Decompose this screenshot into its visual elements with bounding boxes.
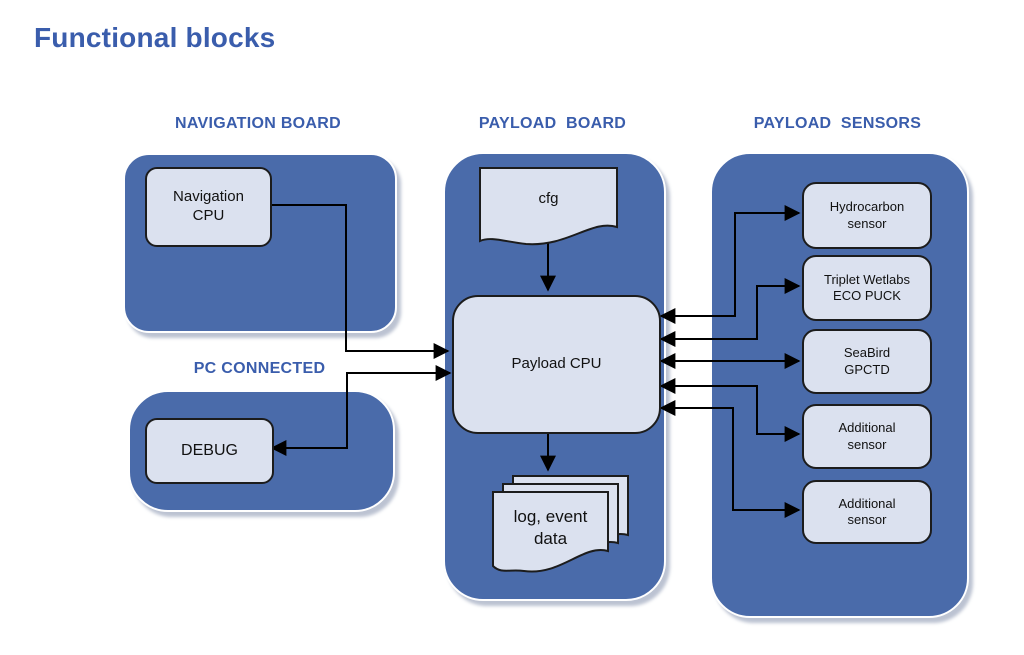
navigation-board-label: NAVIGATION BOARD <box>175 115 341 132</box>
log-data-document-stack <box>492 475 629 573</box>
node-seabird-gpctd: SeaBird GPCTD <box>802 329 932 394</box>
connector-payload-cpu-hydrocarbon-sensor <box>659 205 801 324</box>
payload-board-label: PAYLOAD BOARD <box>478 115 627 132</box>
connector-navigation-cpu-to-payload-cpu <box>268 204 450 359</box>
connector-payload-cpu-debug <box>270 365 452 456</box>
connector-payload-cpu-additional-sensor-1 <box>659 378 801 442</box>
node-debug: DEBUG <box>145 418 274 484</box>
cfg-document-shape <box>479 167 618 246</box>
connector-payload-cpu-eco-puck <box>659 278 801 347</box>
page-title: Functional blocks <box>34 22 276 53</box>
node-triplet-wetlabs-eco-puck: Triplet Wetlabs ECO PUCK <box>802 255 932 321</box>
payload-sensors-label: PAYLOAD SENSORS <box>753 115 922 132</box>
node-hydrocarbon-sensor: Hydrocarbon sensor <box>802 182 932 249</box>
node-additional-sensor-2: Additional sensor <box>802 480 932 544</box>
node-navigation-cpu: Navigation CPU <box>145 167 272 247</box>
log-data-document-front <box>492 491 609 573</box>
log-data-label: log, event data <box>513 506 588 548</box>
node-additional-sensor-1: Additional sensor <box>802 404 932 469</box>
node-payload-cpu: Payload CPU <box>452 295 661 434</box>
connector-payload-cpu-additional-sensor-2 <box>659 400 801 518</box>
cfg-label: cfg <box>538 190 559 208</box>
